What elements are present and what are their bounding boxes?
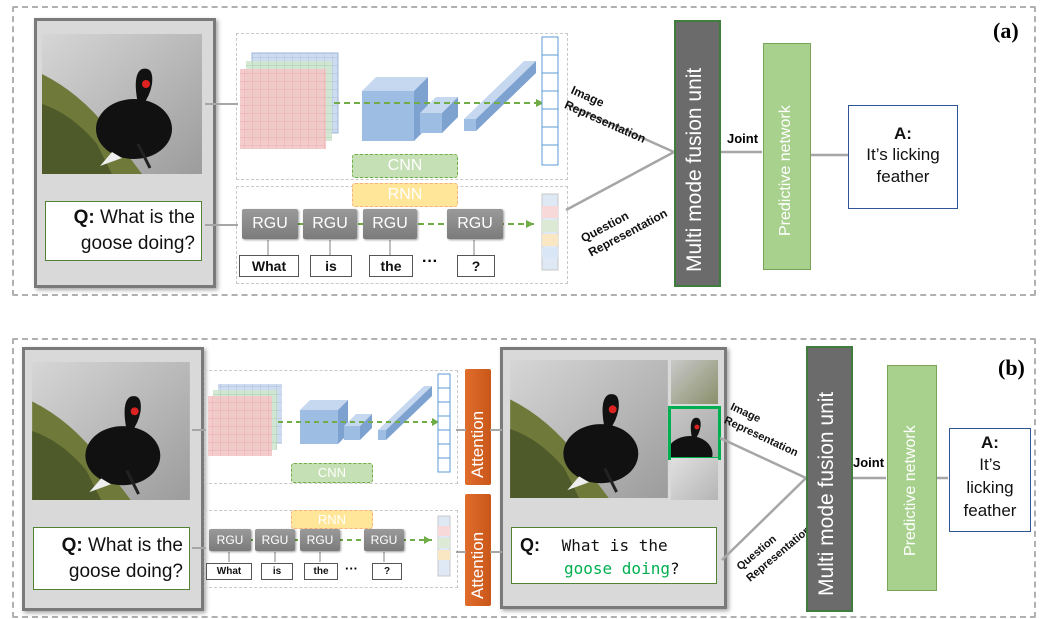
question-prefix-a: Q: [73, 207, 95, 228]
panel-a-label: (a) [993, 18, 1019, 43]
attended-question-box: Q: What is the goose doing? [511, 527, 717, 584]
region-crop-top [671, 360, 718, 404]
rnn-arrows-b [228, 515, 451, 577]
question-text-a: What is the goose doing? [80, 207, 195, 254]
attention-block-image [465, 369, 491, 485]
cnn-block-b [204, 370, 458, 484]
cnn-block-a [236, 33, 568, 180]
rnn-label-a: RNN [352, 183, 458, 207]
connectors-b [192, 429, 948, 561]
answer-prefix-a: A: [894, 124, 912, 143]
fusion-unit-b [806, 346, 853, 612]
rgu-cell-b-2: RGU [255, 529, 295, 551]
question-prefix-b: Q: [61, 535, 83, 556]
joint-label-a: Joint [727, 131, 759, 146]
rgu-cell-b-3: RGU [300, 529, 340, 551]
word-is-a: is [310, 255, 352, 277]
question-text-b: What is the goose doing? [68, 535, 183, 582]
word-ellipsis-a: ··· [422, 253, 438, 270]
cnn-diagram-a [240, 36, 559, 166]
attended-question-prefix: Q: [520, 535, 540, 555]
rgu-cell-b-4: RGU [364, 529, 404, 551]
answer-box-b: A: It’s licking feather [949, 428, 1031, 532]
fusion-unit-a [674, 20, 721, 287]
answer-box-a: A: It’s licking feather [848, 105, 958, 209]
rnn-label-b: RNN [291, 510, 373, 529]
word-what-b: What [206, 563, 252, 580]
word-ellipsis-b: ··· [345, 561, 358, 576]
rgu-cell-b-1: RGU [209, 529, 251, 551]
word-the-a: the [369, 255, 413, 277]
panel-b [12, 338, 1036, 618]
answer-prefix-b: A: [981, 433, 999, 452]
rnn-arrows-a [267, 193, 559, 271]
fusion-unit-label-b: Multi mode fusion unit [815, 391, 838, 596]
attended-question-highlight: goose doing [564, 559, 670, 578]
attended-question-suffix: ? [669, 559, 680, 578]
rgu-cell-a-4: RGU [447, 209, 503, 239]
cnn-diagram-b [208, 373, 451, 473]
word-question-mark-a: ? [457, 255, 495, 277]
region-crop-bottom [671, 458, 718, 500]
question-box-b: Q: What is the goose doing? [33, 527, 190, 590]
word-question-mark-b: ? [372, 563, 402, 580]
predictive-network-label-b: Predictive network [902, 425, 919, 556]
cnn-label-a: CNN [352, 154, 458, 178]
panel-a [12, 6, 1036, 296]
predictive-network-b [887, 365, 937, 591]
answer-text-b: It’s licking feather [963, 455, 1017, 520]
joint-label-b: Joint [853, 455, 885, 470]
connectors-a [205, 102, 848, 226]
cnn-label-b: CNN [291, 463, 373, 483]
word-is-b: is [261, 563, 293, 580]
rgu-cell-a-2: RGU [303, 209, 357, 239]
question-box-a: Q: What is the goose doing? [45, 201, 202, 261]
word-what-a: What [239, 255, 299, 277]
fusion-unit-label-a: Multi mode fusion unit [683, 67, 706, 272]
predictive-network-label-a: Predictive network [777, 105, 794, 236]
word-the-b: the [304, 563, 338, 580]
answer-text-a: It’s licking feather [866, 145, 940, 186]
panel-b-label: (b) [998, 355, 1025, 380]
predictive-network-a [763, 43, 811, 270]
rgu-cell-a-1: RGU [242, 209, 298, 239]
attention-block-question [465, 494, 491, 606]
attended-question-plain: What is the [561, 536, 668, 555]
rgu-cell-a-3: RGU [363, 209, 417, 239]
